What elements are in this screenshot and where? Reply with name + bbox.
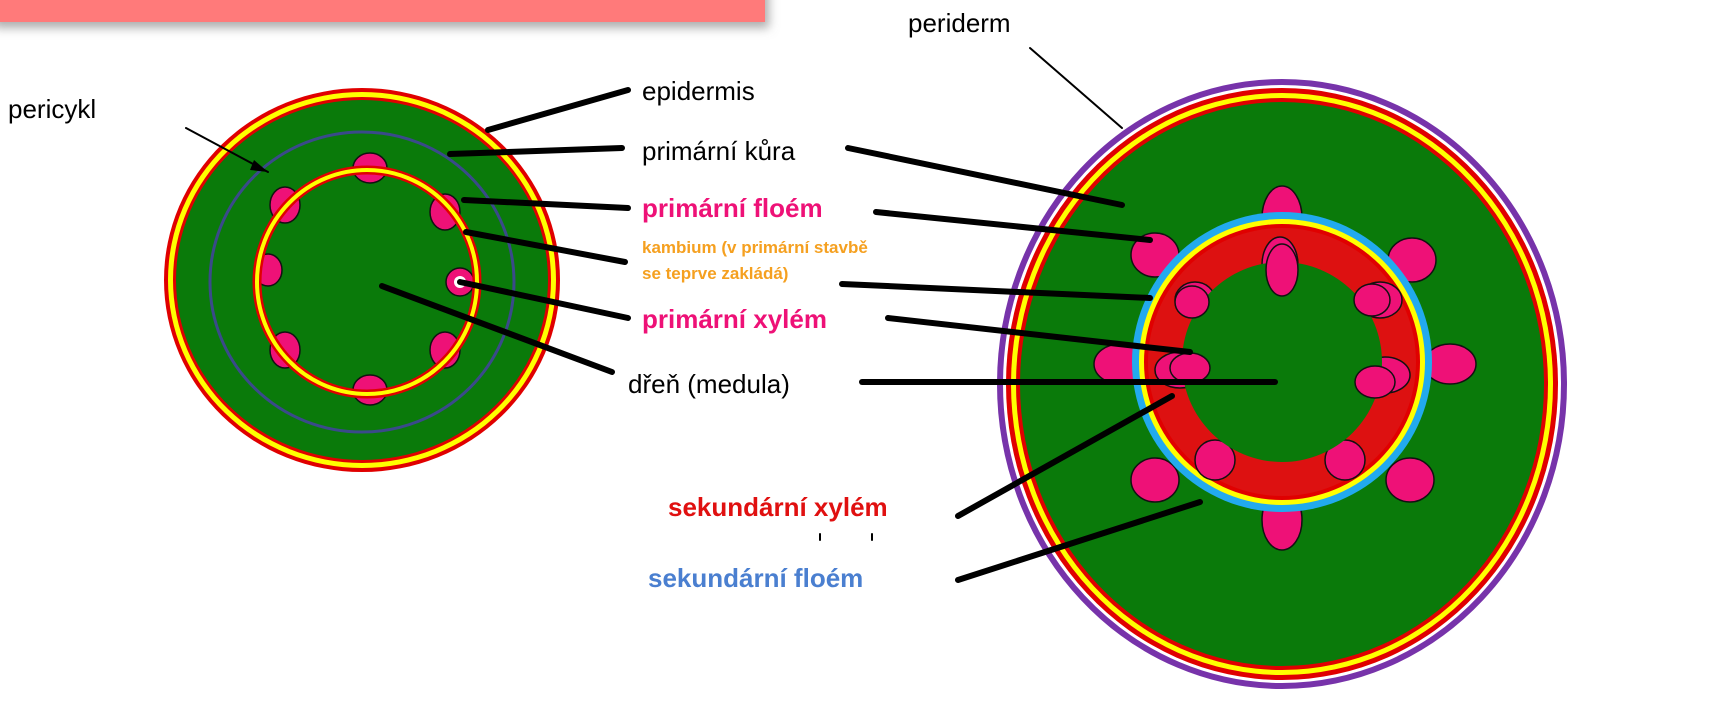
label-primarni-xylem: primární xylém — [642, 304, 827, 334]
label-pericykl: pericykl — [8, 94, 96, 124]
label-sekundarni-floem: sekundární floém — [648, 563, 863, 593]
primary-stem-section — [164, 88, 560, 472]
label-primarni-floem: primární floém — [642, 193, 823, 223]
epidermis-leader — [488, 90, 628, 130]
label-kambium-line1: kambium (v primární stavbě — [642, 238, 868, 257]
label-primarni-kura: primární kůra — [642, 136, 796, 166]
label-periderm: periderm — [908, 8, 1011, 38]
label-sekundarni-xylem: sekundární xylém — [668, 492, 888, 522]
label-epidermis: epidermis — [642, 76, 755, 106]
label-kambium-line2: se teprve zakládá) — [642, 264, 788, 283]
header-banner — [0, 0, 765, 22]
periderm-leader — [1030, 48, 1122, 128]
label-dren: dřeň (medula) — [628, 369, 790, 399]
